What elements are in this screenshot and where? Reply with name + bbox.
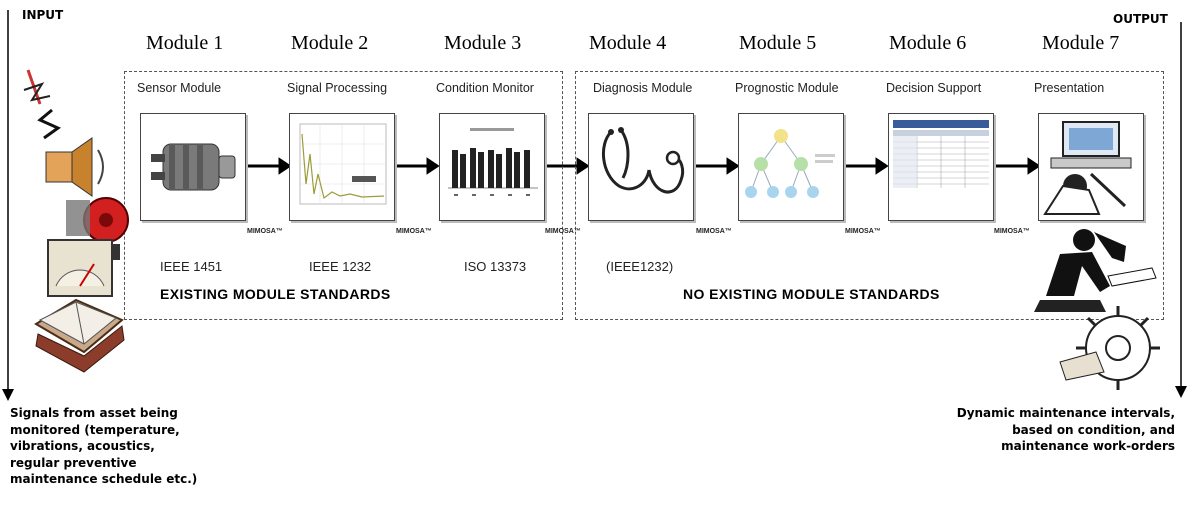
module-4-title: Module 4	[589, 32, 667, 54]
arrow-1-2-head	[278, 157, 292, 175]
arrow-4-5-head	[726, 157, 740, 175]
output-label: OUTPUT	[1113, 12, 1168, 26]
output-description-line: maintenance work-orders	[1001, 439, 1175, 453]
bar-chart-icon	[439, 113, 545, 221]
speaker-icon	[45, 137, 104, 197]
standard-ieee-1451: IEEE 1451	[160, 259, 223, 274]
gauge-icon	[47, 239, 120, 297]
gear-icon	[1059, 306, 1160, 390]
stethoscope-icon	[588, 113, 694, 221]
module-5-title: Module 5	[739, 32, 817, 54]
signal-plot-icon	[289, 113, 395, 221]
no-existing-standards-heading: NO EXISTING MODULE STANDARDS	[683, 286, 940, 302]
mimosa-label-6: MIMOSA™	[994, 228, 1030, 235]
mimosa-label-5: MIMOSA™	[845, 228, 881, 235]
module-6-title: Module 6	[889, 32, 967, 54]
module-5-subtitle: Prognostic Module	[735, 81, 839, 95]
notebook-icon	[34, 298, 125, 373]
antenna-icon	[23, 69, 62, 140]
mimosa-label-3: MIMOSA™	[545, 228, 581, 235]
input-label: INPUT	[22, 8, 64, 22]
module-2-subtitle: Signal Processing	[287, 81, 388, 95]
standard-iso-13373: ISO 13373	[464, 259, 527, 274]
module-3-title: Module 3	[444, 32, 522, 54]
input-description-line: monitored (temperature,	[10, 422, 180, 437]
module-3-subtitle: Condition Monitor	[436, 81, 534, 95]
no-existing-standards-group	[575, 71, 1164, 320]
arrow-2-3-head	[426, 157, 440, 175]
module-4-subtitle: Diagnosis Module	[593, 81, 693, 95]
input-description-line: regular preventive	[10, 455, 137, 470]
mimosa-label-2: MIMOSA™	[396, 228, 432, 235]
mimosa-label-4: MIMOSA™	[696, 228, 732, 235]
existing-standards-group	[124, 71, 563, 320]
input-description-line: maintenance schedule etc.)	[10, 472, 198, 486]
spreadsheet-icon	[888, 113, 994, 221]
tree-diagram-icon	[738, 113, 844, 221]
mechanic-icon	[1034, 229, 1157, 312]
standard-ieee1232-bracketed: (IEEE1232)	[606, 259, 674, 274]
standard-ieee-1232: IEEE 1232	[309, 259, 372, 274]
output-description: Dynamic maintenance intervals, based on …	[957, 405, 1175, 455]
presentation-icon	[1038, 113, 1144, 221]
output-description-line: based on condition, and	[1012, 422, 1175, 437]
existing-standards-heading: EXISTING MODULE STANDARDS	[160, 286, 391, 302]
arrow-5-6-head	[875, 157, 889, 175]
module-7-subtitle: Presentation	[1034, 81, 1105, 95]
module-2-title: Module 2	[291, 32, 369, 54]
module-1-title: Module 1	[146, 32, 224, 54]
module-1-subtitle: Sensor Module	[137, 81, 222, 95]
module-6-subtitle: Decision Support	[886, 81, 982, 95]
arrow-3-4-head	[576, 157, 590, 175]
input-description-line: vibrations, acoustics,	[10, 439, 155, 453]
sensor-device-icon	[140, 113, 246, 221]
mimosa-label-1: MIMOSA™	[247, 228, 283, 235]
input-description-line: Signals from asset being	[10, 406, 178, 420]
output-description-line: Dynamic maintenance intervals,	[956, 406, 1175, 420]
module-7-title: Module 7	[1042, 32, 1120, 54]
arrow-6-7-head	[1027, 157, 1041, 175]
input-description: Signals from asset being monitored (temp…	[10, 405, 197, 488]
